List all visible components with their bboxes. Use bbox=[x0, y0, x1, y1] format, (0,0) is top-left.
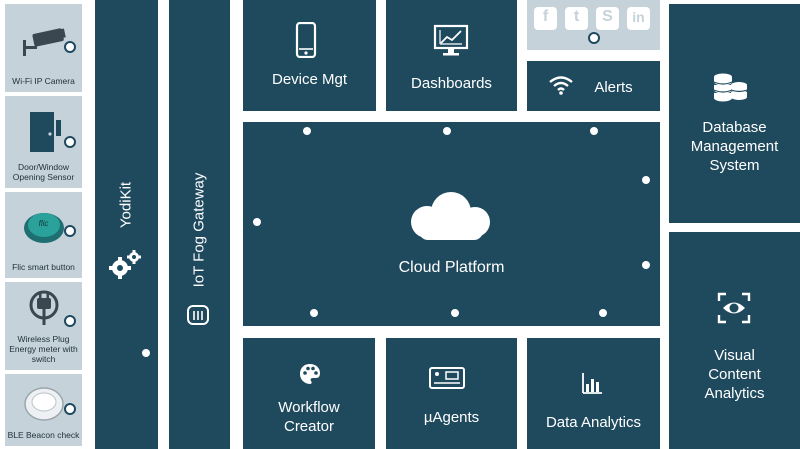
cloud-platform-block: Cloud Platform bbox=[243, 122, 660, 326]
phone-icon bbox=[295, 22, 317, 58]
cloud-connector-left bbox=[251, 216, 263, 228]
cloud-connector-bottom bbox=[449, 307, 461, 319]
device-label: Wireless Plug Energy meter with switch bbox=[9, 334, 78, 364]
workflow-label: Workflow Creator bbox=[278, 399, 340, 435]
cloud-connector-bottom bbox=[308, 307, 320, 319]
device-connector bbox=[64, 315, 76, 327]
agents-block: µAgents bbox=[386, 338, 517, 449]
workflow-block: Workflow Creator bbox=[243, 338, 375, 449]
device-connector bbox=[64, 403, 76, 415]
visual-analytics-block: Visual Content Analytics bbox=[669, 232, 800, 449]
cloud-icon bbox=[411, 192, 490, 240]
gateway-label: IoT Fog Gateway bbox=[190, 172, 208, 288]
dashboards-block: Dashboards bbox=[386, 0, 517, 111]
facebook-glyph: f bbox=[542, 8, 549, 25]
linkedin-glyph: in bbox=[632, 9, 645, 25]
device-label: Flic smart button bbox=[12, 262, 75, 272]
gateway-column: IoT Fog Gateway bbox=[169, 0, 230, 449]
gears-icon bbox=[109, 250, 141, 279]
yodikit-column: YodiKit bbox=[95, 0, 158, 449]
camera-icon bbox=[22, 28, 66, 56]
flic-device-text: flic bbox=[38, 219, 49, 228]
dashboards-label: Dashboards bbox=[411, 75, 492, 92]
circuit-board-icon bbox=[429, 367, 465, 389]
twitter-glyph: t bbox=[573, 8, 580, 25]
flic-button-icon bbox=[23, 213, 64, 243]
wifi-icon bbox=[549, 76, 573, 95]
door-sensor-icon bbox=[29, 112, 61, 152]
data-analytics-label: Data Analytics bbox=[545, 414, 642, 431]
yodikit-connector bbox=[140, 347, 152, 359]
device-connector bbox=[64, 136, 76, 148]
linkedin-icon: in bbox=[627, 7, 650, 30]
monitor-chart-icon bbox=[433, 24, 469, 56]
beacon-icon bbox=[23, 387, 64, 421]
device-label: Door/Window Opening Sensor bbox=[12, 162, 75, 182]
facebook-icon: f bbox=[534, 7, 557, 30]
device-connector bbox=[64, 41, 76, 53]
cloud-connector-top bbox=[441, 125, 453, 137]
alerts-block: Alerts bbox=[527, 61, 660, 111]
palette-icon bbox=[300, 364, 320, 384]
device-label: BLE Beacon check bbox=[7, 430, 80, 440]
cloud-platform-label: Cloud Platform bbox=[398, 259, 505, 276]
device-mgt-block: Device Mgt bbox=[243, 0, 376, 111]
visual-analytics-label: Visual Content Analytics bbox=[704, 347, 765, 402]
device-connector bbox=[64, 225, 76, 237]
alerts-label: Alerts bbox=[594, 79, 633, 96]
cloud-connector-right bbox=[640, 174, 652, 186]
database-icon bbox=[713, 73, 748, 102]
yodikit-label: YodiKit bbox=[117, 181, 135, 229]
agents-label: µAgents bbox=[423, 409, 480, 426]
plug-icon bbox=[29, 290, 58, 325]
device-mgt-label: Device Mgt bbox=[271, 71, 348, 88]
router-icon bbox=[187, 305, 209, 325]
data-analytics-block: Data Analytics bbox=[527, 338, 660, 449]
social-connector bbox=[588, 32, 600, 44]
cloud-connector-bottom bbox=[597, 307, 609, 319]
twitter-icon: t bbox=[565, 7, 588, 30]
stumbleupon-glyph: S bbox=[602, 8, 613, 25]
database-label: Database Management System bbox=[690, 119, 779, 174]
database-block: Database Management System bbox=[669, 4, 800, 223]
cloud-connector-top bbox=[588, 125, 600, 137]
cloud-connector-top bbox=[301, 125, 313, 137]
device-tile-flic: flic Flic smart button bbox=[5, 192, 82, 278]
bar-chart-icon bbox=[582, 373, 602, 394]
eye-scan-icon bbox=[717, 292, 751, 324]
device-label: Wi-Fi IP Camera bbox=[12, 76, 75, 86]
cloud-connector-right bbox=[640, 259, 652, 271]
stumbleupon-icon: S bbox=[596, 7, 619, 30]
